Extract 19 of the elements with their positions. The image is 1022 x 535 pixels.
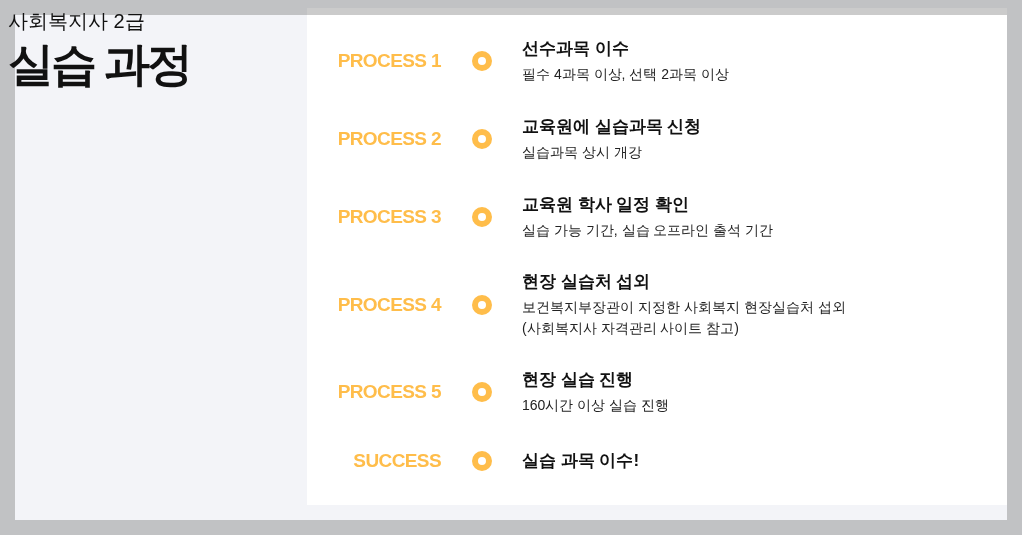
page-subtitle: 사회복지사 2급 — [8, 9, 145, 33]
step-label: PROCESS 4 — [337, 293, 441, 317]
step-description: 160시간 이상 실습 진행 — [522, 395, 670, 415]
step-title: 교육원 학사 일정 확인 — [522, 193, 691, 216]
step-title: 선수과목 이수 — [522, 37, 630, 60]
step-description: 실습 가능 기간, 실습 오프라인 출석 기간 — [522, 220, 774, 240]
step-label: PROCESS 2 — [337, 127, 441, 151]
step-description: 보건복지부장관이 지정한 사회복지 현장실습처 섭외 (사회복지사 자격관리 사이트 참고) — [522, 298, 847, 338]
step-description: 실습과목 상시 개강 — [522, 142, 643, 162]
step-title: 교육원에 실습과목 신청 — [522, 115, 702, 138]
step-label: SUCCESS — [353, 449, 441, 473]
step-label: PROCESS 3 — [337, 205, 441, 229]
step-title: 현장 실습 진행 — [522, 368, 635, 391]
step-title: 실습 과목 이수! — [522, 450, 640, 472]
step-label: PROCESS 5 — [337, 380, 441, 404]
page-title: 실습 과정 — [8, 37, 190, 92]
step-description: 필수 4과목 이상, 선택 2과목 이상 — [522, 64, 729, 84]
step-label: PROCESS 1 — [337, 49, 441, 73]
step-title: 현장 실습처 섭외 — [522, 271, 652, 293]
